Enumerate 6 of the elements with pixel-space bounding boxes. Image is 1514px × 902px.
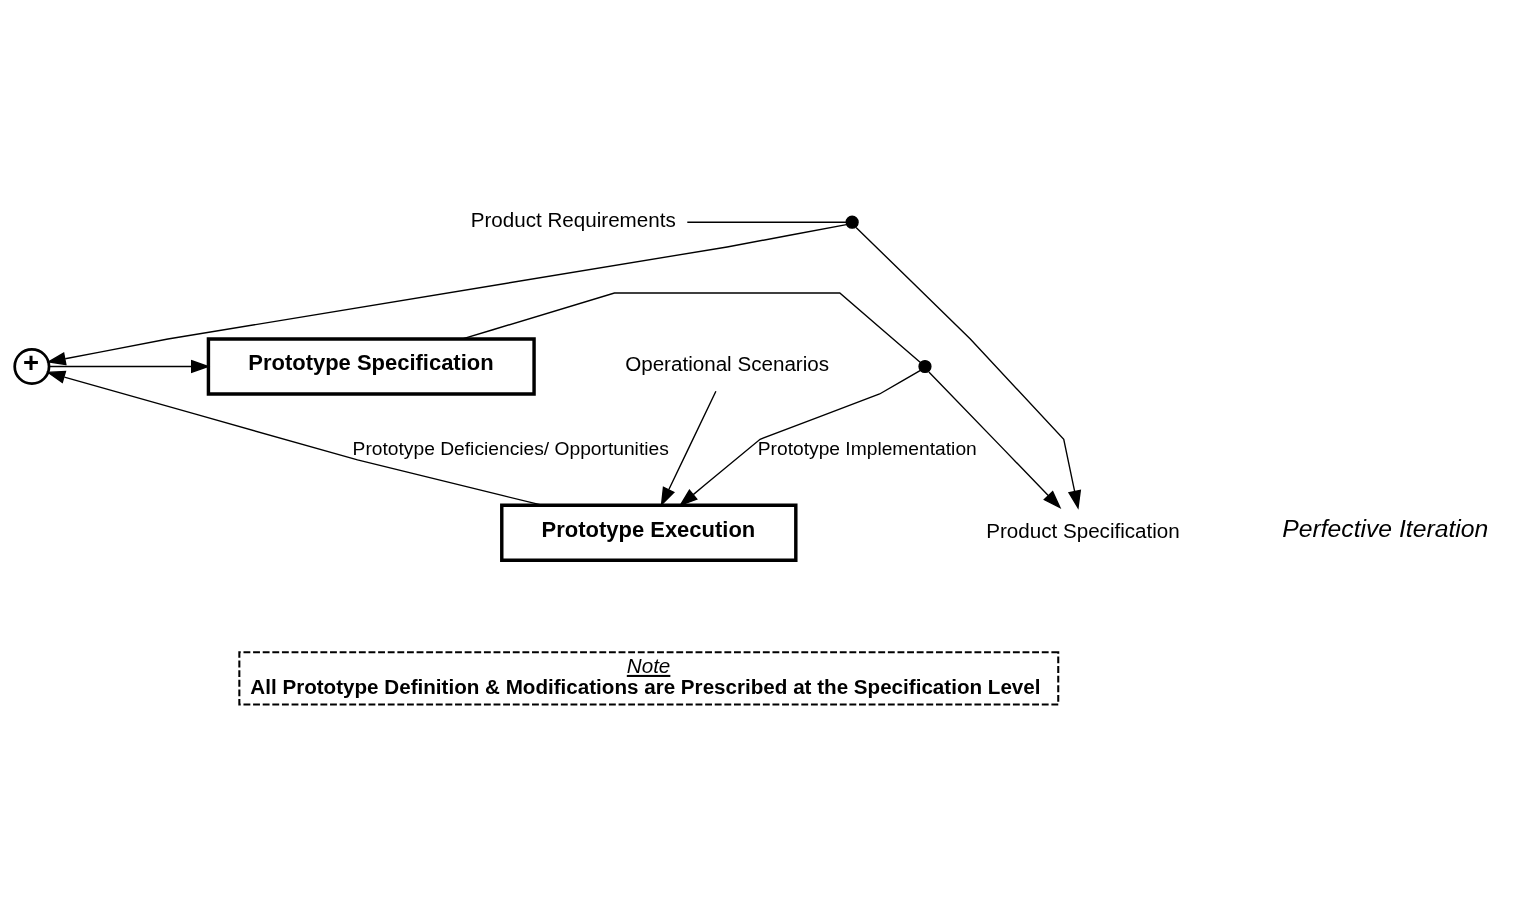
node-text: Product Requirements	[470, 208, 676, 232]
edge-label: Prototype Deficiencies/ Opportunities	[352, 437, 669, 459]
edge-label: Prototype Implementation	[757, 437, 977, 459]
node-text: Product Specification	[986, 518, 1180, 542]
node-text: Operational Scenarios	[625, 352, 830, 376]
label: Perfective Iteration	[1282, 515, 1489, 543]
